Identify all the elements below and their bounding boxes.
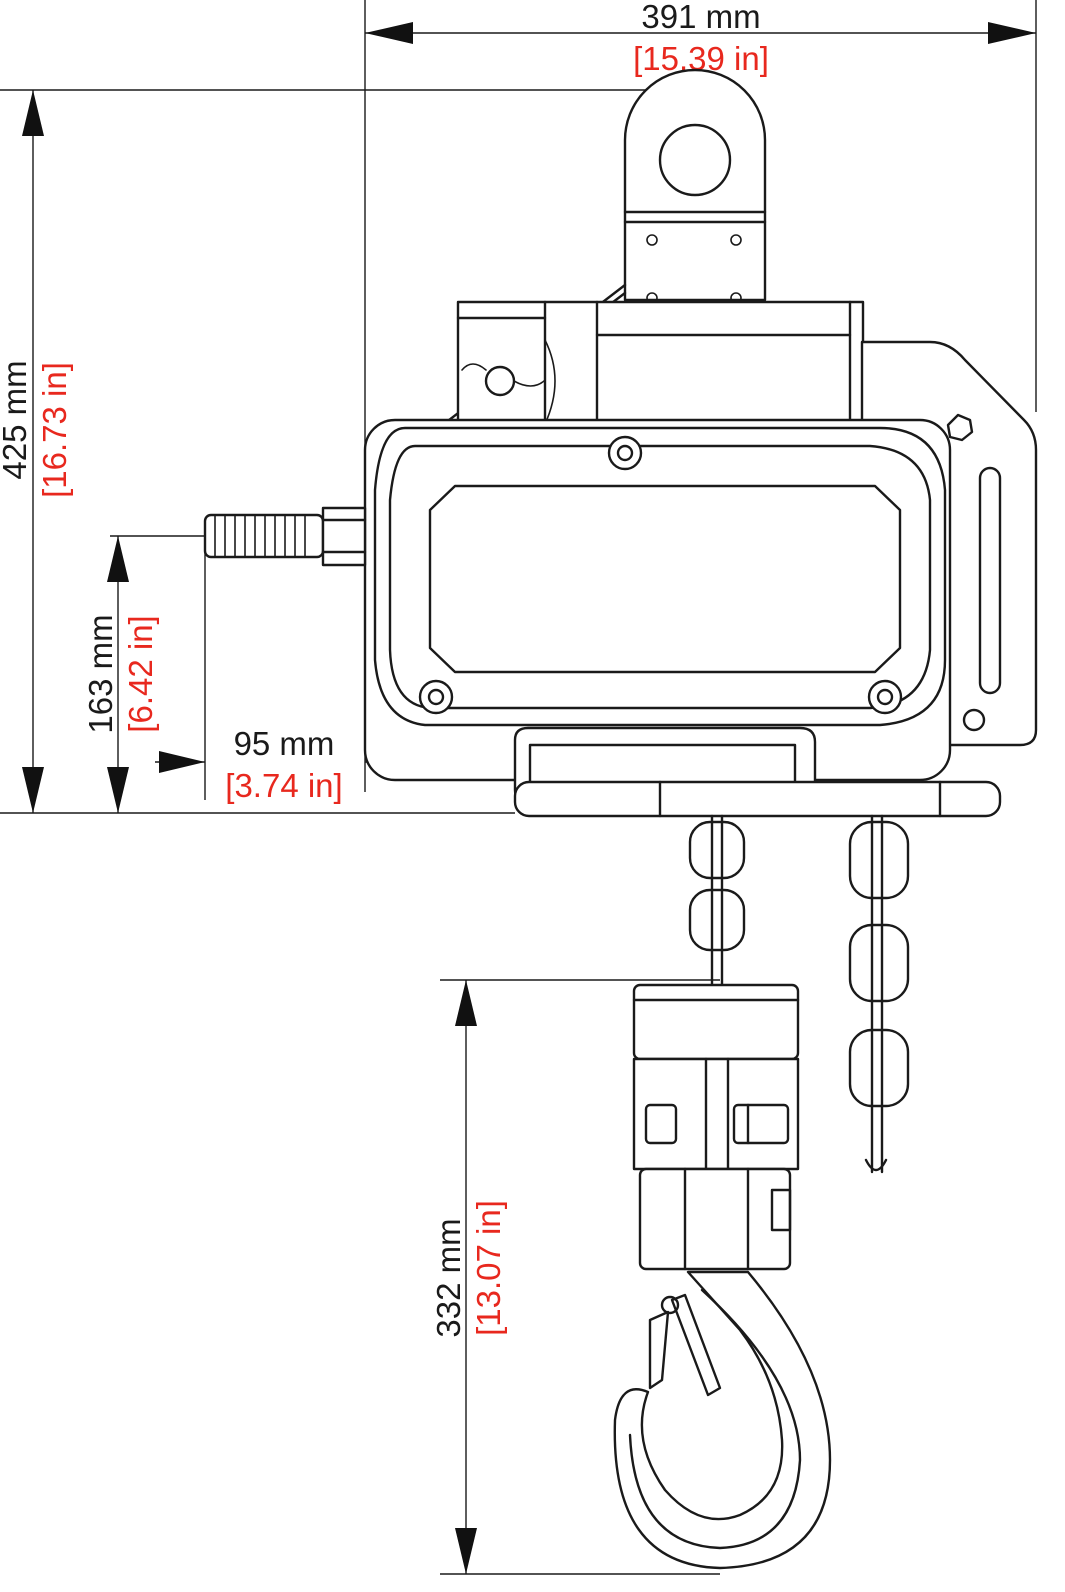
handle-offset-mm: 95 mm [234, 725, 335, 762]
chain-guide [513, 726, 1002, 818]
total-height-mm: 425 mm [0, 360, 33, 479]
total-height-in: [16.73 in] [36, 362, 73, 498]
hook-block [632, 983, 800, 1271]
arrow-down [107, 767, 129, 813]
slack-chain [848, 814, 910, 1174]
arrow-up [455, 980, 477, 1026]
arrow-right [988, 22, 1036, 44]
arrow-left [365, 22, 413, 44]
hook-drop-mm: 332 mm [430, 1218, 467, 1337]
suspension-eye [623, 68, 767, 304]
total-width-mm: 391 mm [641, 0, 760, 35]
handle-height-mm: 163 mm [82, 614, 119, 733]
handle-offset-in: [3.74 in] [225, 767, 342, 804]
hook-latch [670, 1293, 722, 1397]
arrow-down [22, 767, 44, 813]
arrow-up [107, 536, 129, 582]
load-chain [688, 814, 746, 987]
screw-bottom-right [867, 679, 903, 715]
dimension-handle-height: 163 mm [6.42 in] [82, 535, 205, 813]
arrow-right [159, 751, 205, 773]
side-handle [203, 506, 367, 567]
dimension-hook-drop: 332 mm [13.07 in] [430, 979, 720, 1575]
arrow-down [455, 1528, 477, 1574]
main-body [363, 418, 952, 782]
hook [613, 1270, 832, 1570]
screw-top [607, 435, 643, 471]
hook-drop-in: [13.07 in] [470, 1200, 507, 1336]
screw-bottom-left [418, 679, 454, 715]
handle-height-in: [6.42 in] [122, 615, 159, 732]
arrow-up [22, 90, 44, 136]
label-panel [428, 484, 902, 674]
dimension-total-height: 425 mm [16.73 in] [0, 89, 690, 814]
